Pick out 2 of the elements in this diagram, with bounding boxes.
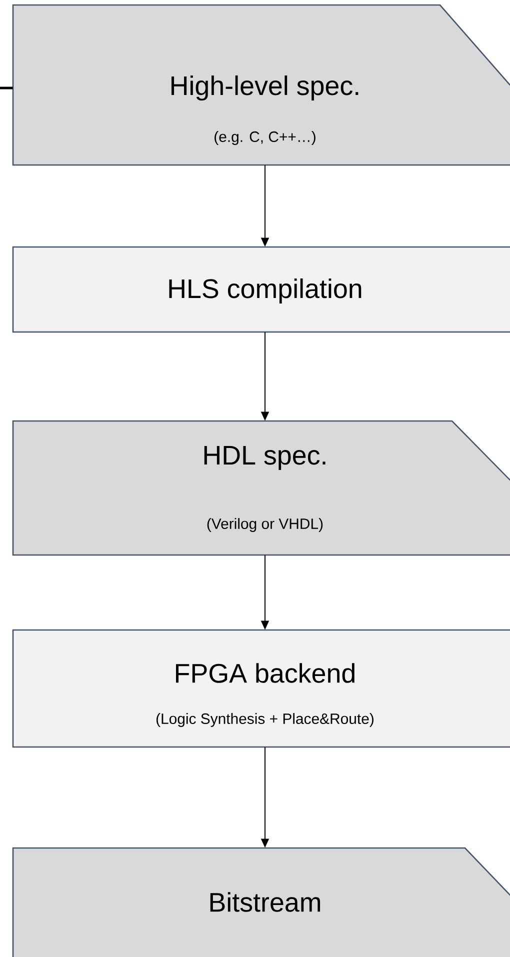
process-box: FPGA backend (Logic Synthesis + Place&Route) (12, 629, 510, 748)
process-box: HLS compilation (12, 246, 510, 333)
